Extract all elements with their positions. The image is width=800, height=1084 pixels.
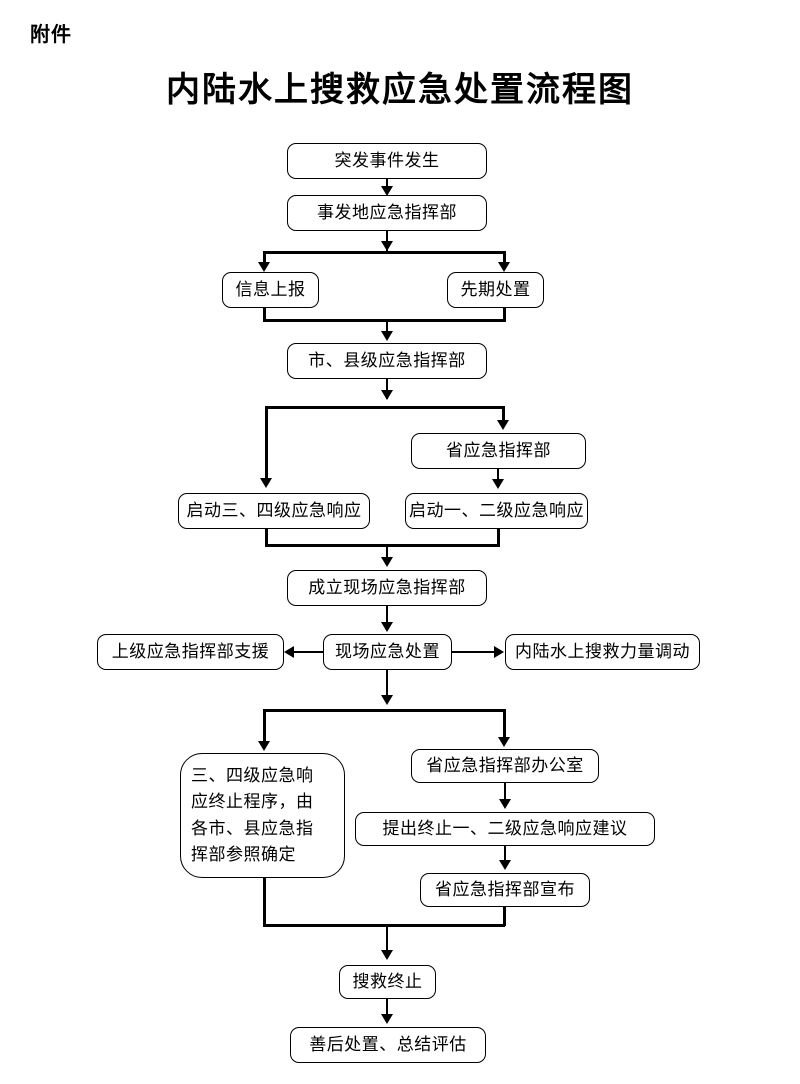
mergebar-left-rise (263, 308, 266, 321)
node-level12-response[interactable]: 启动一、二级应急响应 (405, 493, 588, 529)
mergebar-level34-level12 (265, 544, 500, 547)
arrowhead-to-report-info (258, 262, 270, 272)
mergebar-bottom (263, 924, 505, 927)
node-incident[interactable]: 突发事件发生 (287, 143, 487, 179)
arrowhead-local-down (381, 241, 393, 251)
connector-office-to-proposal (504, 783, 506, 802)
node-force-mobilization[interactable]: 内陆水上搜救力量调动 (505, 634, 700, 670)
mergebar-announce-rise (503, 907, 506, 926)
connector-province-to-level12 (497, 469, 499, 483)
page-title: 内陆水上搜救应急处置流程图 (166, 72, 634, 109)
arrowhead-to-upper-support (284, 646, 294, 658)
arrowhead-to-initial-response (498, 262, 510, 272)
mergebar-termination-rise (263, 878, 266, 926)
connector-merge-to-city (386, 319, 388, 334)
arrowhead-incident-to-local (381, 186, 393, 196)
mergebar-report-initial (263, 319, 506, 322)
mergebar-level12-rise (497, 529, 500, 546)
arrowhead-to-level34 (260, 478, 272, 488)
node-level34-termination[interactable]: 三、四级应急响 应终止程序，由 各市、县应急指 挥部参照确定 (180, 753, 345, 878)
node-city-county-command[interactable]: 市、县级应急指挥部 (287, 343, 487, 379)
splitbar-report-initial (263, 251, 506, 254)
connector-handling-to-splitbar (386, 670, 388, 698)
splitbar-level34-province (265, 406, 505, 409)
mergebar-level34-rise (265, 529, 268, 546)
splitbar-termination-drop (263, 709, 266, 742)
splitbar-left-drop (263, 251, 266, 264)
connector-onsite-command-to-handling (386, 606, 388, 624)
node-province-office[interactable]: 省应急指挥部办公室 (411, 749, 599, 783)
node-upper-support[interactable]: 上级应急指挥部支援 (97, 634, 284, 670)
node-local-command[interactable]: 事发地应急指挥部 (287, 195, 487, 231)
node-sar-termination[interactable]: 搜救终止 (339, 965, 436, 999)
splitbar-province-drop (502, 406, 505, 422)
arrowhead-to-city-county (381, 331, 393, 341)
arrowhead-handling-down (381, 695, 393, 705)
connector-sar-to-aftermath (386, 999, 388, 1016)
arrowhead-to-termination-proposal (499, 799, 511, 809)
connector-handling-to-upper-support (292, 651, 323, 653)
arrowhead-to-sar-termination (381, 950, 393, 960)
arrowhead-to-onsite-command (381, 557, 393, 567)
connector-proposal-to-announce (504, 846, 506, 863)
connector-merge-to-sar-termination (386, 924, 388, 952)
node-report-info[interactable]: 信息上报 (222, 272, 319, 308)
splitbar-level34-drop (265, 406, 268, 478)
attachment-label: 附件 (30, 24, 72, 46)
arrowhead-to-force-mobilization (494, 646, 504, 658)
node-termination-proposal[interactable]: 提出终止一、二级应急响应建议 (355, 812, 655, 846)
node-level34-response[interactable]: 启动三、四级应急响应 (178, 493, 370, 529)
arrowhead-to-level12 (492, 479, 504, 489)
node-province-command[interactable]: 省应急指挥部 (411, 433, 586, 469)
node-aftermath[interactable]: 善后处置、总结评估 (290, 1027, 486, 1063)
connector-handling-to-force (452, 651, 495, 653)
arrowhead-to-aftermath (381, 1014, 393, 1024)
arrowhead-to-province-office (498, 737, 510, 747)
connector-merge-to-onsite-command (386, 544, 388, 559)
splitbar-termination-office (263, 709, 505, 712)
arrowhead-city-down (381, 390, 393, 400)
arrowhead-to-province-command (497, 420, 509, 430)
node-initial-response[interactable]: 先期处置 (447, 272, 544, 308)
mergebar-right-rise (503, 308, 506, 321)
node-onsite-command[interactable]: 成立现场应急指挥部 (287, 570, 487, 606)
node-province-announce[interactable]: 省应急指挥部宣布 (420, 873, 590, 907)
arrowhead-to-province-announce (499, 860, 511, 870)
connector-city-to-splitbar (386, 379, 388, 399)
arrowhead-to-onsite-handling (381, 622, 393, 632)
arrowhead-to-level34-termination (258, 741, 270, 751)
splitbar-right-drop (503, 251, 506, 264)
splitbar-office-drop (503, 709, 506, 739)
node-onsite-handling[interactable]: 现场应急处置 (323, 634, 452, 670)
connector-incident-to-local (386, 179, 388, 189)
